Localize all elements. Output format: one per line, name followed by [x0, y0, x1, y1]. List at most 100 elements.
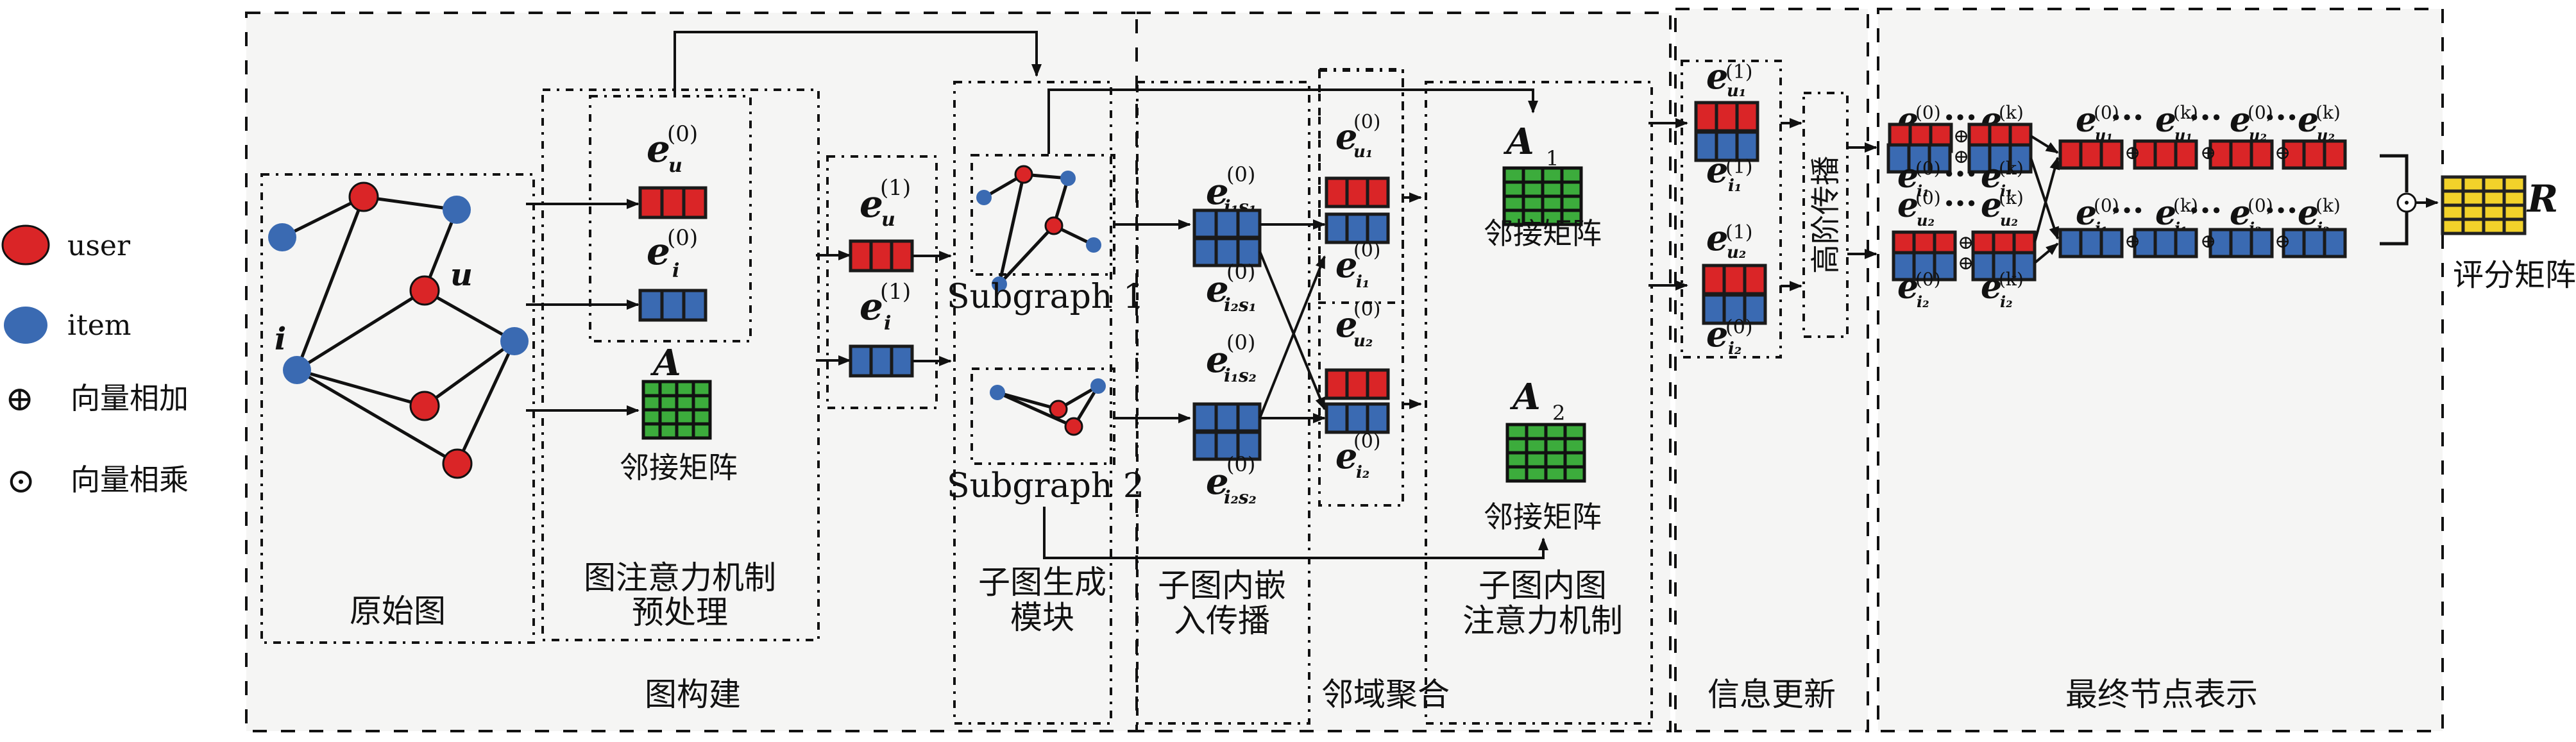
svg-text:(0): (0) — [667, 121, 698, 147]
adjacency-cell — [658, 394, 679, 412]
adjacency-cell — [1502, 194, 1525, 212]
ellipsis: ··· — [2110, 191, 2144, 229]
e-i1s2: e (0) i₁s₂ — [1206, 330, 1257, 386]
embedding-symbol: e — [1897, 186, 1919, 225]
e-u1: e (0) u₁ — [1325, 111, 1390, 208]
user-vector — [2058, 139, 2083, 170]
adjacency-cell — [1560, 166, 1583, 184]
user-vector — [2250, 139, 2274, 170]
ellipsis: ··· — [2189, 98, 2222, 136]
item-vector — [2153, 228, 2178, 258]
embedding-symbol: e — [1897, 156, 1919, 196]
legend-item-label: item — [67, 309, 131, 342]
svg-text:e: e — [860, 285, 883, 328]
rating-cell — [2482, 217, 2506, 235]
adjacency-cell — [1563, 423, 1586, 441]
embedding-symbol: e — [2155, 194, 2176, 233]
adjacency-cell — [675, 422, 695, 440]
final-concatenated-embeddings: e(0)u₁···e(k)u₁···e(0)u₂···e(k)u₂⊕⊕⊕e(0)… — [2058, 98, 2347, 258]
vector-add-icon: ⊕ — [1958, 232, 1974, 254]
svg-text:(1): (1) — [880, 175, 911, 201]
subgraph2-item-embeddings — [1192, 402, 1262, 461]
svg-text:i₂s₂: i₂s₂ — [1224, 487, 1257, 508]
svg-text:e: e — [860, 182, 883, 226]
rating-cell — [2502, 175, 2527, 193]
embedding-symbol: e — [2230, 194, 2251, 233]
adjacency-cell — [1560, 194, 1583, 212]
e-i1: e (0) i₁ — [1325, 212, 1390, 292]
adjacency-cell — [641, 422, 662, 440]
graph-node-item — [268, 223, 296, 251]
adjacency-cell — [641, 408, 662, 426]
user-vector — [2099, 139, 2124, 170]
adjacency-cell — [658, 422, 679, 440]
subgraph2-box — [970, 367, 1115, 465]
adjacency-cell — [658, 380, 679, 398]
legend: user item ⊕ 向量相加 ⊙ 向量相乘 — [1, 224, 189, 501]
embedding-symbol: e — [1981, 156, 2002, 196]
svg-text:u₂: u₂ — [1727, 243, 1746, 262]
embedding-layer: (0) — [1915, 158, 1941, 179]
adjacency-cell — [1505, 423, 1529, 441]
ei0-embedding: e (0) i — [638, 225, 708, 322]
embedding-layer: (k) — [2173, 102, 2198, 123]
svg-text:邻接矩阵: 邻接矩阵 — [1484, 216, 1602, 251]
svg-text:(0): (0) — [1353, 111, 1381, 133]
subgraph-node-embeddings-frame — [1318, 68, 1404, 507]
item-vector — [2174, 228, 2198, 258]
adjacency-cell — [675, 394, 695, 412]
embedding-symbol: e — [2298, 101, 2319, 140]
embedding-layer: (0) — [1915, 187, 1941, 208]
updated-embeddings-box — [1681, 60, 1782, 358]
init-embedding-box — [589, 95, 752, 342]
graph-node-item — [443, 196, 471, 224]
intra-gat-label-2: 注意力机制 — [1462, 602, 1623, 639]
intra-embed-label-1: 子图内嵌 — [1158, 567, 1286, 604]
subgraph-module-box — [953, 81, 1112, 725]
user-vector — [2174, 139, 2198, 170]
gat-preprocess-box — [541, 89, 820, 641]
svg-text:u₂: u₂ — [1353, 332, 1373, 351]
ellipsis: ··· — [2110, 98, 2144, 136]
svg-text:e: e — [1706, 314, 1728, 355]
adjacency-cell — [1521, 194, 1545, 212]
e-i2s1: e (0) i₂s₁ — [1206, 260, 1257, 316]
svg-text:邻接矩阵: 邻接矩阵 — [620, 450, 738, 485]
embedding-symbol: e — [1981, 267, 2002, 307]
embedding-layer: (k) — [2316, 195, 2341, 216]
rating-cell — [2441, 203, 2465, 221]
adjacency-cell — [1502, 180, 1525, 198]
adjacency-cell — [1525, 437, 1548, 455]
adjacency-cell — [1521, 180, 1545, 198]
vector-add-icon: ⊕ — [1958, 252, 1974, 274]
ei2-updated: e (0) i₂ — [1706, 314, 1753, 358]
svg-text:e: e — [1206, 460, 1229, 503]
subgraph1-box — [970, 154, 1115, 276]
adjacency-cell — [1563, 437, 1586, 455]
intra-gat-label-1: 子图内图 — [1479, 567, 1607, 604]
high-order-propagation-box — [1802, 92, 1849, 338]
embedding-layer: (k) — [1999, 102, 2024, 123]
user-vector — [2079, 139, 2103, 170]
panel-title-neighborhood-aggregation: 邻域聚合 — [1321, 676, 1450, 713]
ellipsis: ··· — [1944, 184, 1977, 222]
e-i2: e (0) i₂ — [1325, 402, 1390, 482]
embedding-layer: (0) — [2248, 102, 2273, 123]
embedding-symbol: e — [1897, 267, 1919, 307]
adjacency-cell — [691, 422, 712, 440]
svg-text:e: e — [1335, 435, 1357, 476]
embedding-symbol: e — [2230, 101, 2251, 140]
svg-text:i: i — [884, 312, 891, 335]
subgraph-gen-label-1: 子图生成 — [978, 564, 1106, 601]
adjacency-cell — [1544, 465, 1567, 483]
embedding-node: i₂ — [1917, 292, 1929, 311]
graph-node-item-i — [283, 356, 311, 384]
layer1-embedding-box — [826, 155, 938, 409]
item-vector — [2302, 228, 2326, 258]
svg-text:(0): (0) — [667, 225, 698, 251]
adjacency-cell — [1521, 166, 1545, 184]
rating-cell — [2482, 189, 2506, 207]
item-vector — [2133, 228, 2157, 258]
adjacency-cell — [675, 380, 695, 398]
svg-text:e: e — [1335, 116, 1357, 157]
